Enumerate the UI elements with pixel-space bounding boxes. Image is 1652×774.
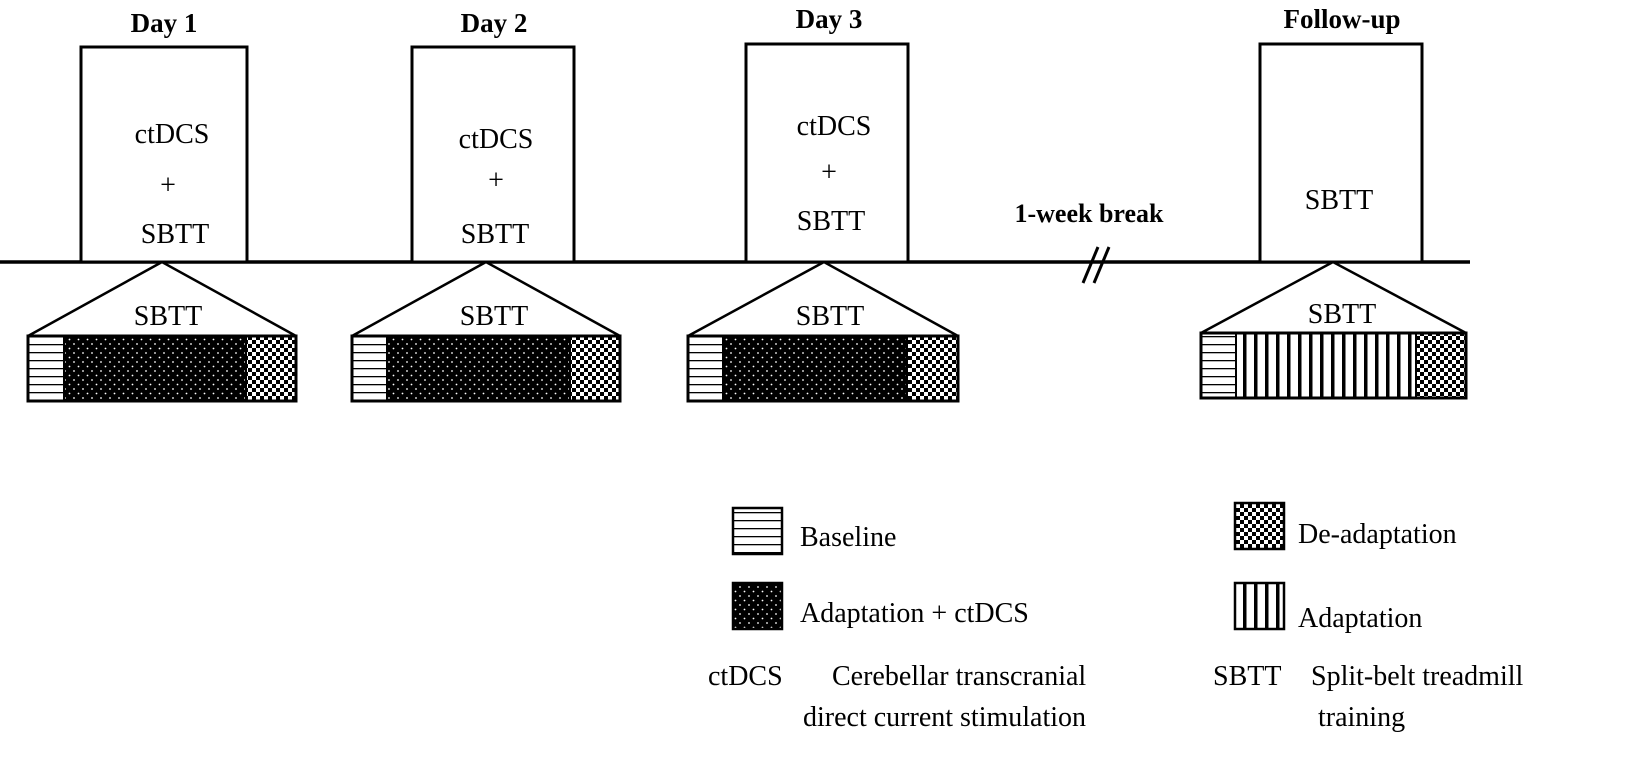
session-box-line: SBTT (797, 206, 865, 237)
session-box (410, 45, 576, 264)
session-title: Follow-up (1283, 4, 1400, 34)
abbreviation-definition: Split-belt treadmill (1311, 661, 1524, 692)
session-title: Day 2 (461, 8, 528, 38)
legend-label: Adaptation + ctDCS (800, 598, 1029, 629)
session-title: Day 1 (131, 8, 198, 38)
legend-label: Adaptation (1298, 603, 1422, 634)
legend: Baseline Adaptation + ctDCS De-adaptatio… (731, 501, 1457, 634)
segment-baseline (352, 336, 387, 401)
abbreviation-ctdcs: ctDCS Cerebellar transcranial direct cur… (708, 661, 1086, 733)
phase-bar (1199, 331, 1468, 400)
break-marker (1081, 246, 1111, 284)
abbreviation-term: SBTT (1213, 661, 1281, 692)
bar-label: SBTT (1308, 299, 1376, 330)
session-box (1258, 42, 1424, 264)
legend-swatch-deadaptation (1233, 501, 1286, 551)
session-day-1: Day 1 ctDCS + SBTT SBTT (26, 8, 298, 403)
segment-adaptation-ctdcs (64, 336, 246, 401)
phase-bar (350, 334, 622, 403)
abbreviation-definition: direct current stimulation (803, 702, 1086, 733)
session-title: Day 3 (796, 4, 863, 34)
session-box (744, 42, 910, 264)
segment-adaptation-ctdcs (723, 336, 907, 401)
segment-deadaptation (570, 336, 620, 401)
bar-label: SBTT (134, 301, 202, 332)
session-day-2: Day 2 ctDCS + SBTT SBTT (350, 8, 622, 403)
legend-label: Baseline (800, 522, 896, 553)
phase-bar (26, 334, 298, 403)
legend-item-adaptation: Adaptation (1233, 581, 1422, 634)
session-box-line: SBTT (141, 219, 209, 250)
session-day-3: Day 3 ctDCS + SBTT SBTT (686, 4, 960, 403)
bar-outline (686, 334, 960, 403)
session-box-line: ctDCS (135, 119, 210, 150)
bar-label: SBTT (460, 301, 528, 332)
segment-baseline (688, 336, 723, 401)
bar-outline (26, 334, 298, 403)
session-box-line: SBTT (1305, 185, 1373, 216)
session-box-line: ctDCS (797, 111, 872, 142)
phase-bar (686, 334, 960, 403)
bar-outline (1199, 331, 1468, 400)
segment-baseline (28, 336, 64, 401)
session-box-line: + (160, 170, 176, 201)
legend-item-adaptation-ctdcs: Adaptation + ctDCS (731, 581, 1029, 631)
legend-swatch-adaptation-ctdcs (731, 581, 784, 631)
session-box-line: ctDCS (459, 124, 534, 155)
legend-swatch-adaptation (1233, 581, 1286, 631)
legend-item-deadaptation: De-adaptation (1233, 501, 1457, 551)
break-label: 1-week break (1014, 199, 1164, 228)
segment-deadaptation (246, 336, 296, 401)
session-box-line: + (488, 165, 504, 196)
legend-swatch-baseline (731, 506, 784, 556)
segment-deadaptation (1416, 333, 1466, 398)
segment-baseline (1201, 333, 1236, 398)
segment-adaptation-ctdcs (387, 336, 570, 401)
session-box (79, 45, 249, 264)
session-box-line: + (821, 157, 837, 188)
abbreviation-definition: training (1318, 702, 1405, 733)
bar-label: SBTT (796, 301, 864, 332)
session-box-line: SBTT (461, 219, 529, 250)
segment-adaptation (1236, 333, 1416, 398)
legend-label: De-adaptation (1298, 519, 1457, 550)
session-follow-up: Follow-up SBTT SBTT (1199, 4, 1468, 400)
abbreviation-term: ctDCS (708, 661, 783, 692)
abbreviation-definition: Cerebellar transcranial (832, 661, 1086, 692)
legend-item-baseline: Baseline (731, 506, 896, 556)
segment-deadaptation (907, 336, 958, 401)
abbreviation-sbtt: SBTT Split-belt treadmill training (1213, 661, 1524, 733)
bar-outline (350, 334, 622, 403)
